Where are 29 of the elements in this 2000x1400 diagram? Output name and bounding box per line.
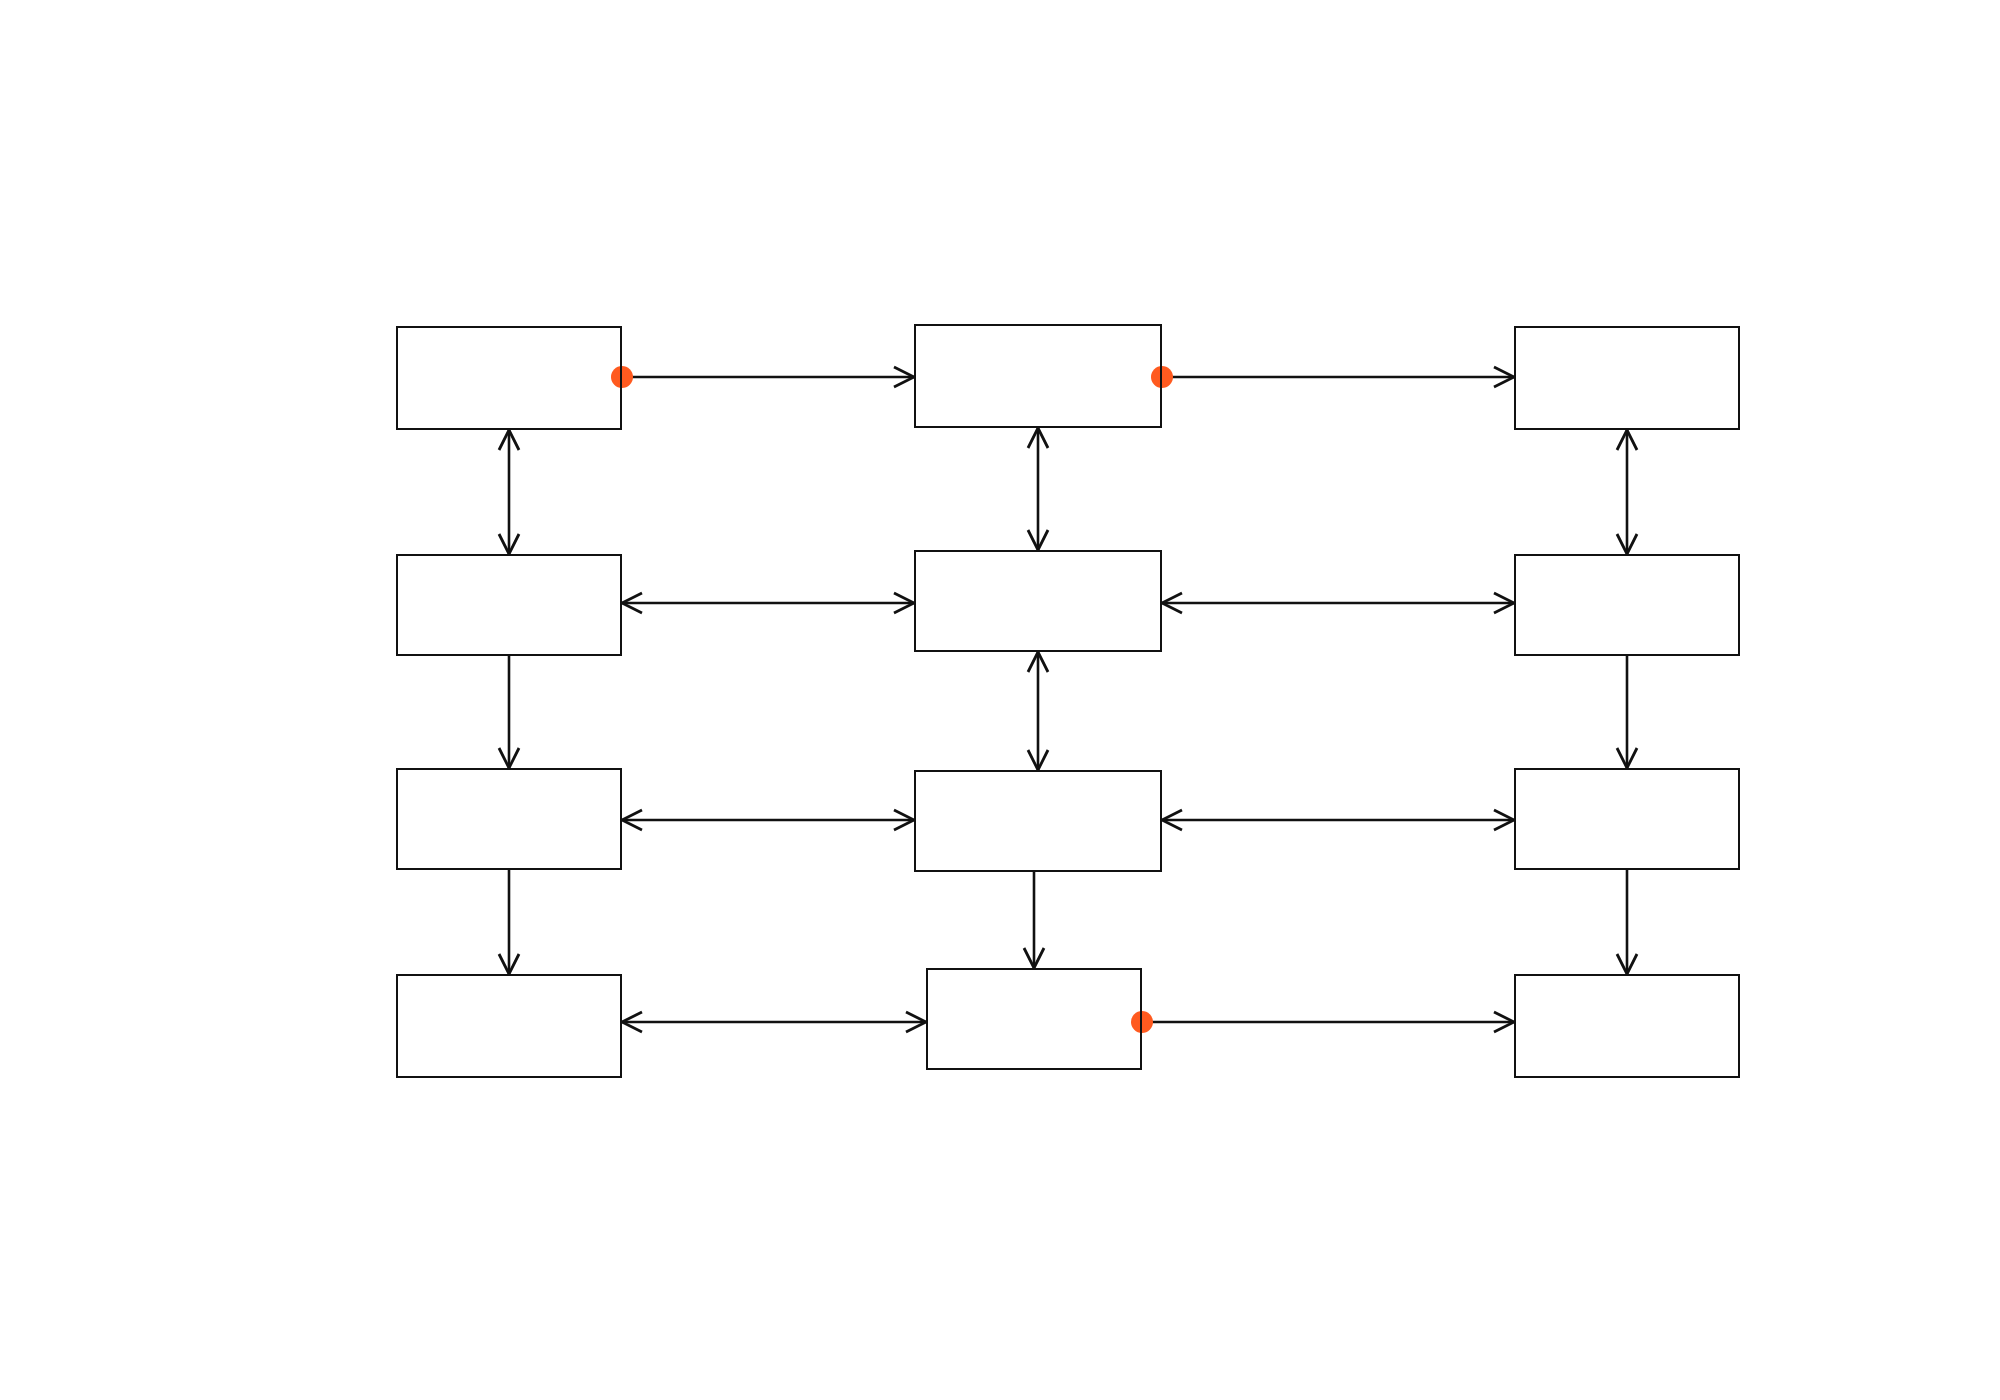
arrow [1026,650,1050,772]
empty-box [396,326,622,430]
empty-box [914,770,1162,872]
arrow [1160,591,1516,615]
arrow [620,1010,928,1034]
empty-box [914,324,1162,428]
empty-box [396,768,622,870]
arrow [1615,428,1639,556]
arrow [1615,656,1639,770]
arrow [1160,808,1516,832]
empty-box [1514,554,1740,656]
arrow [497,870,521,976]
empty-box [926,968,1142,1070]
arrow [620,808,916,832]
empty-box [1514,974,1740,1078]
empty-box [396,554,622,656]
arrow [497,656,521,770]
empty-box [1514,768,1740,870]
empty-box [914,550,1162,652]
empty-box [1514,326,1740,430]
arrow [1022,872,1046,970]
empty-box [396,974,622,1078]
arrow [497,428,521,556]
arrow [1615,870,1639,976]
arrow [1131,1010,1516,1034]
arrow [611,365,916,389]
arrow [1026,426,1050,552]
arrow [620,591,916,615]
arrow [1151,365,1516,389]
